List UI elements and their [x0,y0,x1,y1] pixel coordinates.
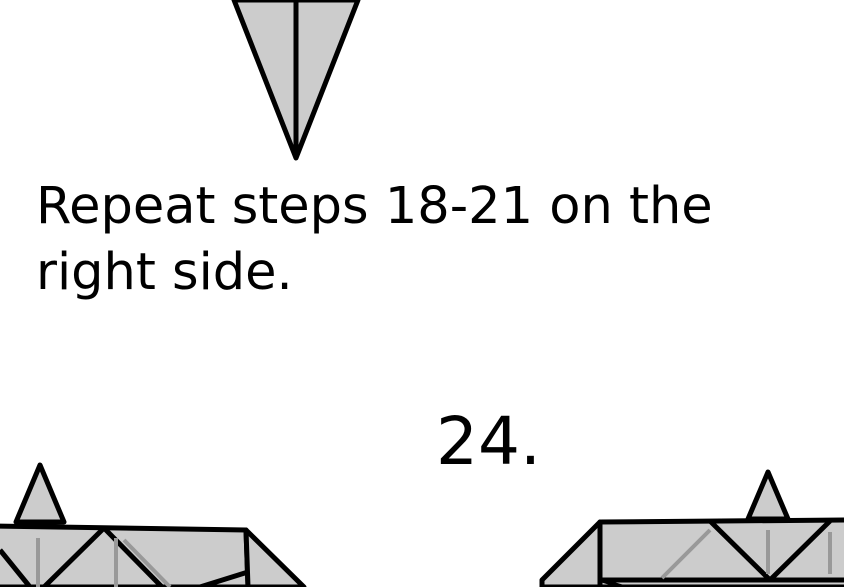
step-number: 24. [436,402,541,482]
right-ear-flap [748,472,788,519]
right-side-flap [542,522,600,587]
left-ear-flap [16,465,64,522]
step-figure-right [542,472,844,587]
previous-step-figure [234,0,358,158]
left-side-flap [246,530,304,587]
instruction-text: Repeat steps 18-21 on the right side. [36,174,816,306]
step-figure-left [0,465,304,587]
